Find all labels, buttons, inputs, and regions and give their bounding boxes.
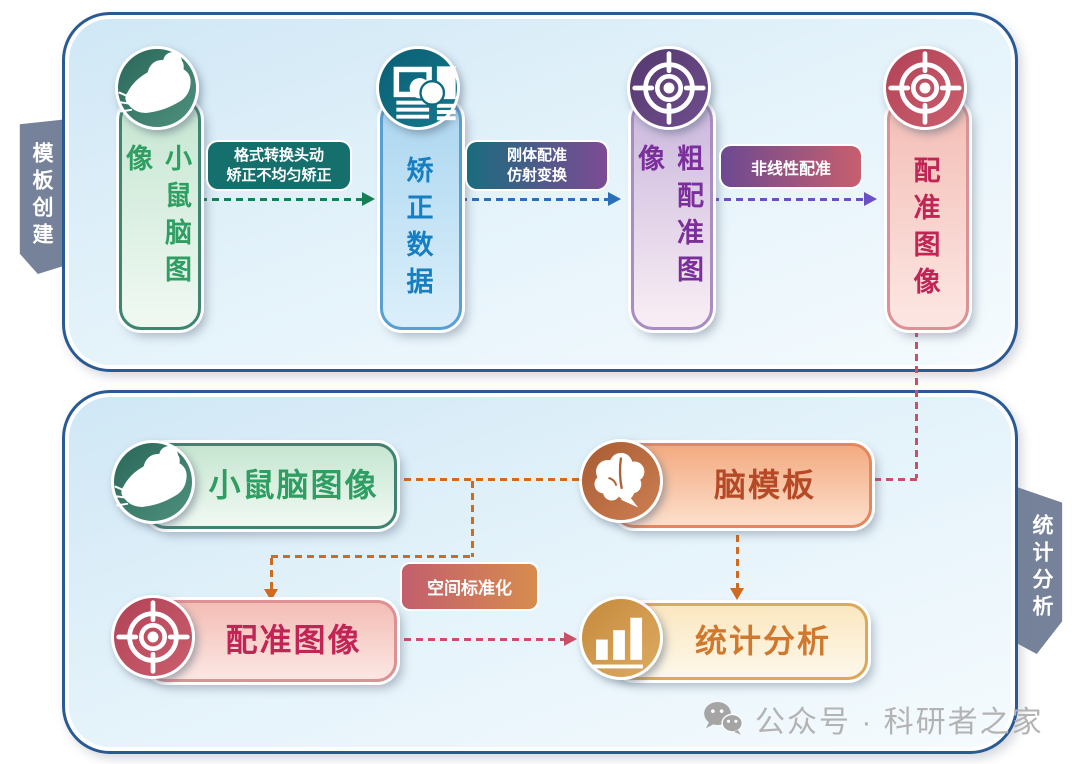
node-label: 统计分析 (694, 622, 831, 659)
connector-branch-to-registered (270, 558, 273, 590)
node-pill (119, 98, 201, 330)
node-corrected-data: 矫正数据 (376, 46, 462, 330)
connector-registered-to-stats (392, 638, 564, 641)
tab-statistical-analysis-label: 统计分析 (1030, 514, 1053, 622)
arrowhead-right-icon (608, 192, 621, 206)
arrowhead-right-icon (362, 192, 375, 206)
node-coarse-registered-image: 粗配准图像 (627, 46, 713, 330)
template-creation-panel (62, 12, 1018, 372)
edge-badge-rigid-affine: 刚体配准 仿射变换 (467, 142, 607, 189)
connector-branch-down (471, 481, 474, 557)
edge-badge-line: 非线性配准 (750, 160, 831, 178)
connector-mouse-to-template (392, 478, 580, 481)
tab-template-creation-label: 模板创建 (30, 142, 53, 250)
connector-branch-left (271, 555, 474, 558)
node-registered-image: 配准图像 (883, 46, 969, 330)
image-data-icon (376, 46, 460, 130)
arrowhead-down-icon (264, 589, 278, 601)
connector-node3-node4 (712, 198, 864, 201)
node-label: 脑模板 (713, 466, 816, 503)
edge-badge-format-conversion: 格式转换头动 矫正不均匀矫正 (208, 142, 350, 189)
node-label: 小鼠脑图像 (208, 467, 379, 503)
watermark-text: 公众号 · 科研者之家 (755, 706, 1044, 739)
target-icon (627, 46, 711, 130)
edge-badge-line: 刚体配准 (506, 146, 567, 164)
node-label: 矫正数据 (402, 156, 433, 304)
target-icon (111, 595, 195, 679)
arrowhead-right-icon (864, 192, 877, 206)
edge-badge-line: 空间标准化 (427, 579, 512, 598)
node-label: 配准图像 (225, 622, 362, 658)
arrowhead-right-icon (564, 632, 577, 646)
node-pill (631, 98, 713, 330)
connector-registered-to-template (874, 478, 918, 481)
target-icon (883, 46, 967, 130)
connector-node1-node2 (200, 198, 362, 201)
edge-badge-line: 仿射变换 (506, 166, 567, 184)
node-pill (887, 98, 969, 330)
watermark: 公众号 · 科研者之家 (700, 696, 1044, 742)
node-label: 粗配准图像 (634, 144, 703, 292)
connector-template-to-stats (736, 523, 739, 589)
bar-chart-icon (579, 596, 663, 680)
edge-badge-nonlinear-registration: 非线性配准 (721, 146, 861, 187)
node-mouse-brain-image: 小鼠脑图像 (115, 46, 201, 330)
brain-icon (579, 439, 663, 523)
node-label: 配准图像 (909, 156, 940, 304)
wechat-icon (700, 696, 746, 742)
node-label: 小鼠脑图像 (122, 144, 191, 292)
arrowhead-down-icon (730, 588, 744, 600)
edge-badge-line: 矫正不均匀矫正 (226, 166, 332, 184)
edge-badge-spatial-normalization: 空间标准化 (402, 564, 537, 609)
edge-badge-line: 格式转换头动 (233, 146, 324, 164)
connector-registered-down (915, 330, 918, 478)
mouse-icon (111, 440, 195, 524)
mouse-icon (115, 46, 199, 130)
connector-node2-node3 (460, 198, 608, 201)
